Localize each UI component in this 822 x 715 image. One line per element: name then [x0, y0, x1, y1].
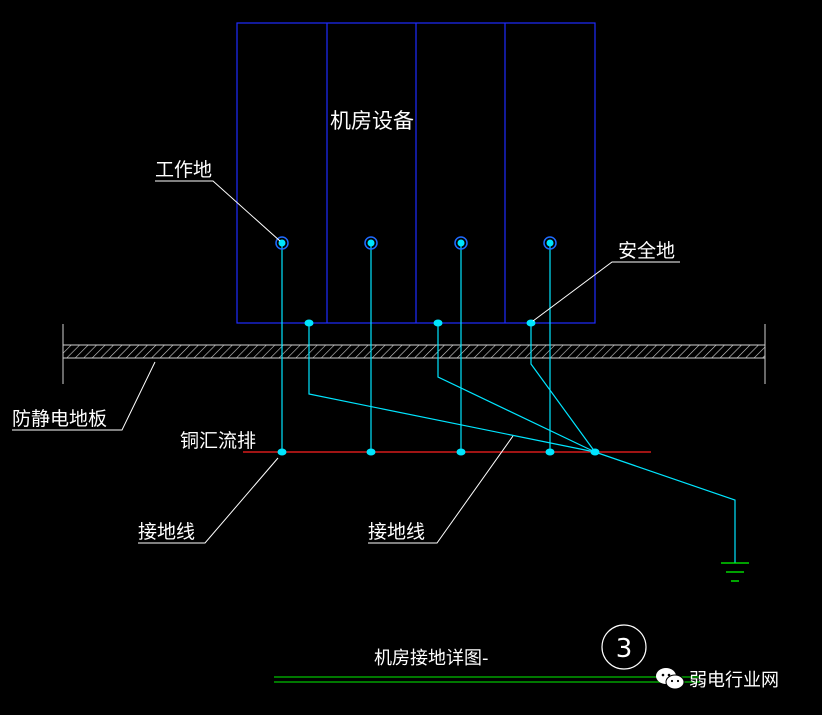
connection-dot: [545, 448, 555, 456]
safety-ground-wire: [308, 323, 596, 453]
watermark: 弱电行业网: [655, 664, 779, 694]
ground-wire-label: 接地线: [368, 521, 425, 543]
work-ground-label: 工作地: [155, 159, 212, 181]
safety-ground-label: 安全地: [618, 240, 675, 262]
antistatic-floor: [62, 324, 766, 384]
leader-ground-wire-left: [138, 457, 279, 544]
terminal-node: [275, 236, 289, 250]
work-ground-wires: [281, 243, 551, 452]
connection-dot: [433, 319, 443, 327]
terminal-node: [454, 236, 468, 250]
earth-wire: [594, 451, 736, 563]
copper-busbar-label: 铜汇流排: [180, 430, 256, 452]
leader-ground-wire-right: [368, 435, 514, 544]
watermark-text: 弱电行业网: [689, 670, 779, 691]
equipment-terminals: [275, 236, 557, 250]
equipment-label: 机房设备: [330, 109, 414, 133]
safety-ground-wire: [437, 323, 596, 453]
connection-dot: [590, 448, 600, 456]
terminal-node: [543, 236, 557, 250]
connection-dot: [277, 448, 287, 456]
detail-number-circle: [601, 624, 647, 670]
diagram-title: 机房接地详图-: [374, 648, 489, 669]
connection-dot: [304, 319, 314, 327]
leader-lines: [12, 180, 680, 544]
earth-ground-symbol: [721, 562, 749, 582]
leader-work-ground: [155, 180, 281, 242]
leader-safety-ground: [532, 261, 680, 322]
equipment-cabinet: [236, 22, 596, 324]
connection-dot: [456, 448, 466, 456]
connection-dot: [366, 448, 376, 456]
safety-ground-wire: [530, 323, 596, 453]
wechat-icon: [655, 666, 685, 692]
antistatic-floor-label: 防静电地板: [12, 408, 107, 430]
leader-floor: [12, 361, 156, 431]
ground-wire-label: 接地线: [138, 521, 195, 543]
terminal-node: [364, 236, 378, 250]
floor-hatch: [62, 344, 766, 359]
connection-dots: [277, 319, 600, 456]
detail-number: 3: [616, 634, 633, 664]
safety-ground-wires: [308, 323, 736, 563]
